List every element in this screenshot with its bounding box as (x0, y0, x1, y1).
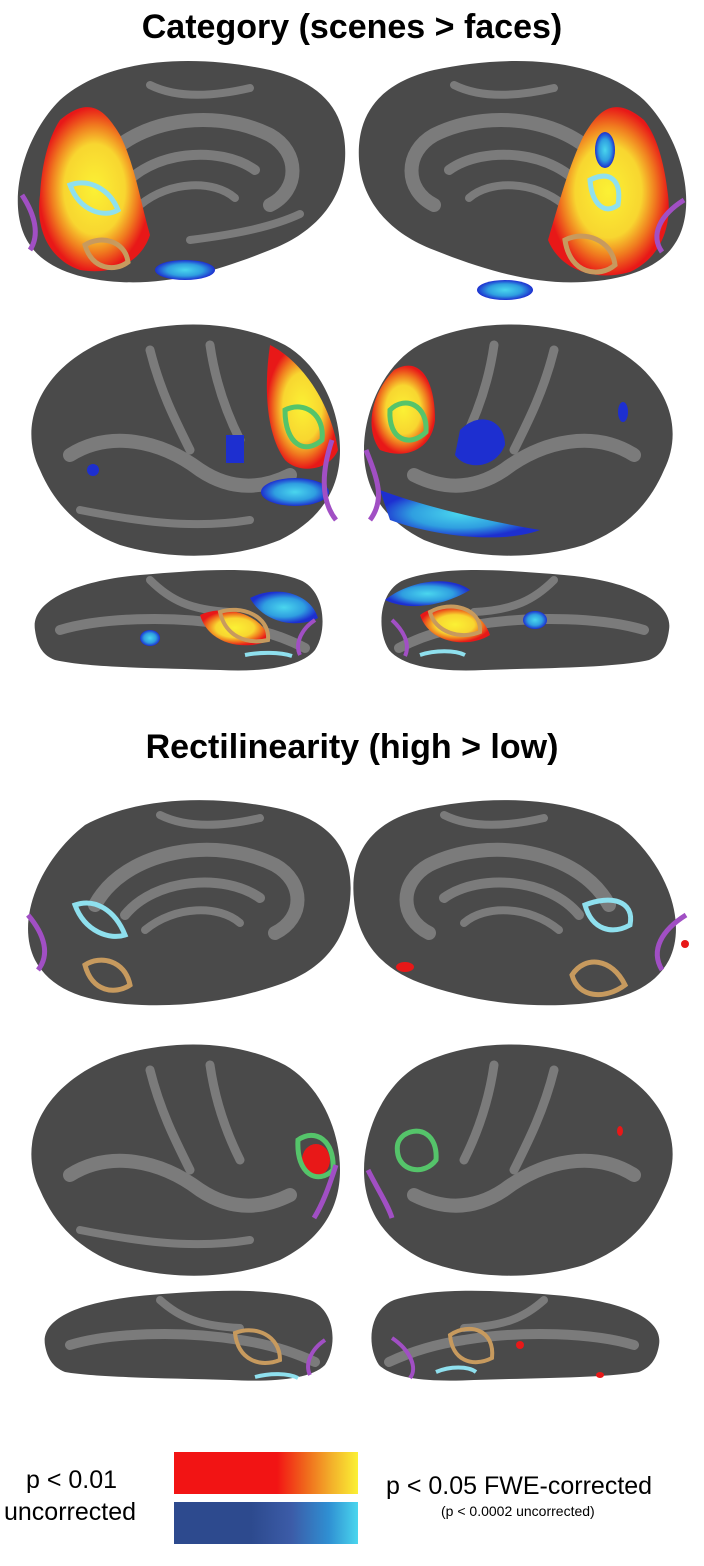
rectilinearity-left-ventral-hemisphere (44, 1290, 333, 1381)
colorbar-negative (174, 1502, 358, 1544)
category-title: Category (scenes > faces) (141, 8, 563, 46)
rectilinearity-right-medial-hemisphere (353, 800, 689, 1006)
rectilinearity-right-lateral-hemisphere (364, 1044, 673, 1276)
legend-corrected-threshold: p < 0.05 FWE-corrected (386, 1472, 653, 1500)
category-right-medial-hemisphere (358, 61, 687, 300)
category-left-lateral-hemisphere (31, 324, 341, 556)
legend-uncorrected-threshold: p < 0.01 (26, 1466, 118, 1494)
rectilinearity-left-medial-hemisphere (26, 800, 351, 1006)
rectilinearity-title: Rectilinearity (high > low) (145, 728, 559, 766)
brain-surfaces (17, 61, 689, 1381)
legend-uncorrected-label: uncorrected (4, 1498, 137, 1526)
legend-corrected-note: (p < 0.0002 uncorrected) (441, 1503, 595, 1519)
category-right-ventral-hemisphere (381, 570, 670, 671)
colorbar-positive (174, 1452, 358, 1494)
category-right-lateral-hemisphere (363, 324, 673, 556)
category-left-ventral-hemisphere (34, 570, 323, 671)
rectilinearity-left-lateral-hemisphere (31, 1044, 341, 1276)
category-left-medial-hemisphere (17, 61, 346, 283)
rectilinearity-right-ventral-hemisphere (371, 1290, 660, 1381)
